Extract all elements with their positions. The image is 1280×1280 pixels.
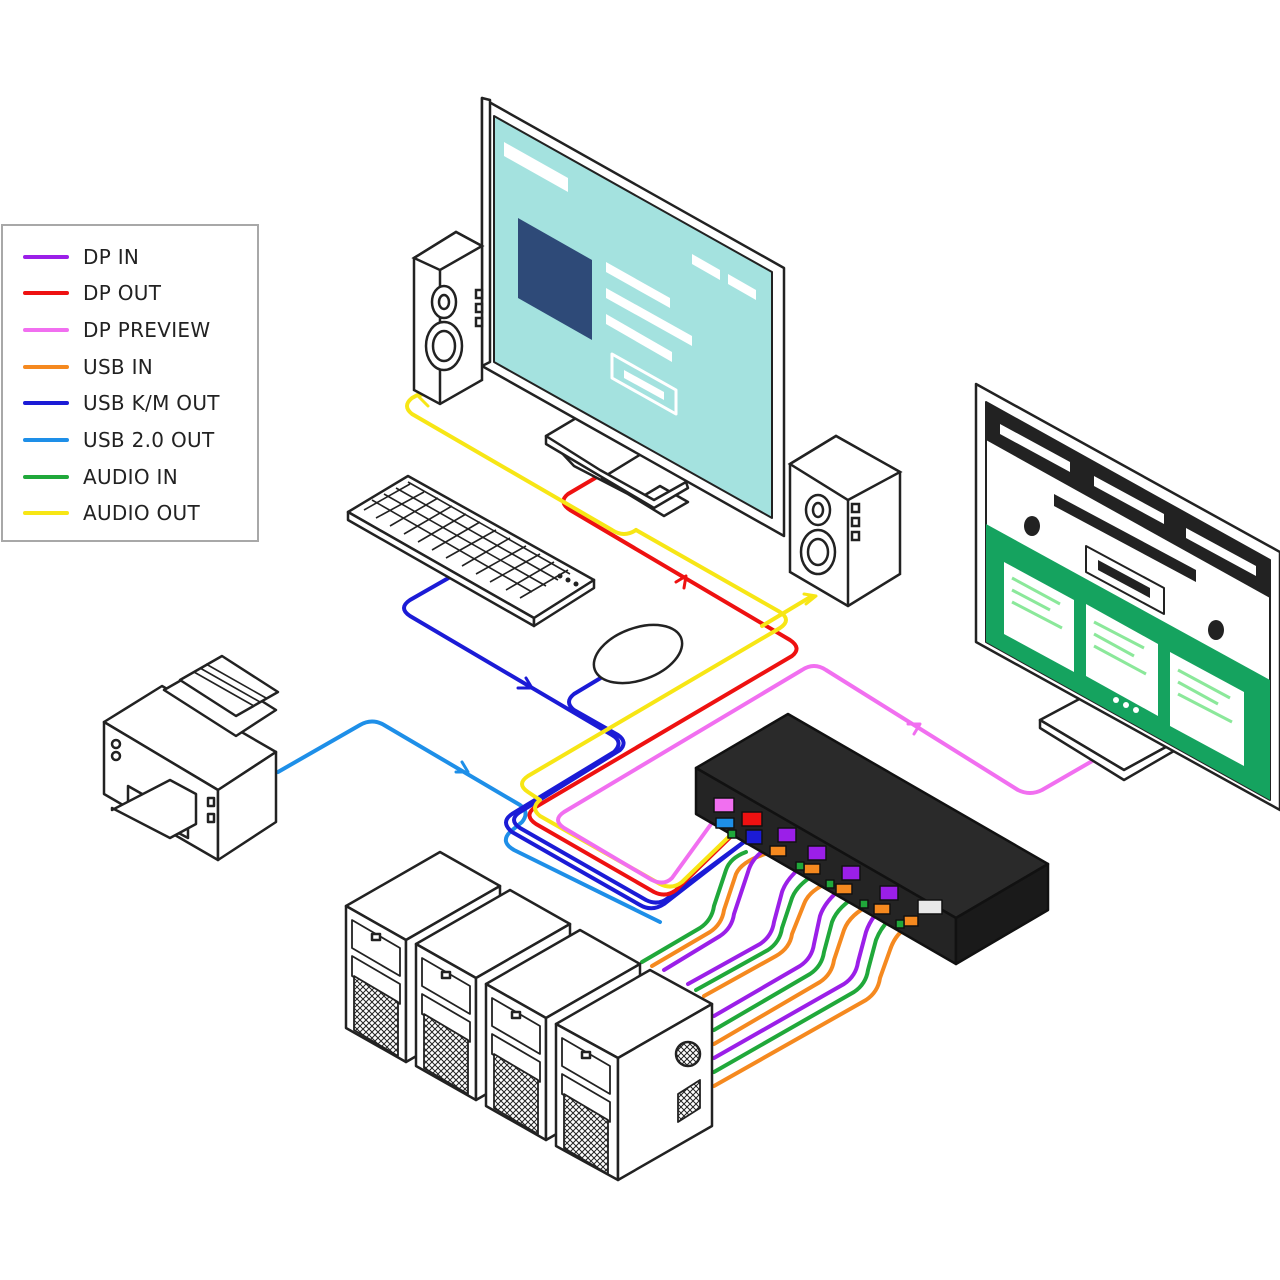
cables-pc-4 bbox=[712, 896, 912, 1088]
legend-swatch-dp-preview bbox=[23, 328, 69, 332]
legend-swatch-audio-out bbox=[23, 511, 69, 515]
speaker-right bbox=[787, 434, 903, 608]
cable-dp-preview bbox=[556, 664, 1096, 885]
legend-item-audio-out: AUDIO OUT bbox=[23, 498, 200, 528]
legend-item-dp-in: DP IN bbox=[23, 242, 139, 272]
legend-swatch-audio-in bbox=[23, 475, 69, 479]
legend-item-usb-km-out: USB K/M OUT bbox=[23, 388, 220, 418]
legend-swatch-usb2-out bbox=[23, 438, 69, 442]
legend-label-usb-km-out: USB K/M OUT bbox=[83, 391, 220, 415]
printer bbox=[102, 654, 280, 862]
cable-audio-out bbox=[405, 384, 638, 536]
arrow-icon bbox=[802, 592, 818, 606]
legend-swatch-usb-in bbox=[23, 365, 69, 369]
main-monitor bbox=[480, 96, 786, 538]
legend-swatch-dp-in bbox=[23, 255, 69, 259]
cable-dp-out bbox=[527, 472, 799, 897]
arrow-icon bbox=[906, 722, 922, 736]
kvm-switch bbox=[694, 712, 1050, 966]
legend-label-dp-preview: DP PREVIEW bbox=[83, 318, 211, 342]
legend-item-usb2-out: USB 2.0 OUT bbox=[23, 425, 214, 455]
cable-audio-out-right bbox=[760, 594, 814, 628]
legend-item-dp-preview: DP PREVIEW bbox=[23, 315, 210, 345]
legend-label-audio-in: AUDIO IN bbox=[83, 465, 178, 489]
cable-usb2-printer bbox=[276, 719, 662, 924]
main-monitor-screen bbox=[493, 115, 773, 519]
cable-usb-mouse bbox=[512, 674, 754, 905]
legend-item-dp-out: DP OUT bbox=[23, 278, 161, 308]
legend-label-dp-in: DP IN bbox=[83, 245, 140, 269]
legend-label-usb2-out: USB 2.0 OUT bbox=[83, 428, 215, 452]
legend-label-usb-in: USB IN bbox=[83, 355, 154, 379]
arrow-icon bbox=[454, 760, 470, 774]
mouse bbox=[592, 623, 684, 685]
main-monitor-block bbox=[518, 218, 592, 340]
computer-4 bbox=[554, 968, 714, 1182]
cable-audio-out-2 bbox=[520, 528, 788, 889]
speaker-left bbox=[411, 230, 485, 406]
legend-swatch-usb-km-out bbox=[23, 401, 69, 405]
preview-monitor bbox=[974, 382, 1280, 812]
legend-item-usb-in: USB IN bbox=[23, 352, 153, 382]
legend-label-dp-out: DP OUT bbox=[83, 281, 162, 305]
arrow-icon bbox=[674, 574, 688, 590]
legend-label-audio-out: AUDIO OUT bbox=[83, 501, 201, 525]
keyboard bbox=[346, 474, 596, 628]
legend: DP IN DP OUT DP PREVIEW USB IN USB K/M O… bbox=[1, 224, 259, 542]
legend-item-audio-in: AUDIO IN bbox=[23, 462, 178, 492]
legend-swatch-dp-out bbox=[23, 291, 69, 295]
arrow-icon bbox=[516, 676, 534, 690]
